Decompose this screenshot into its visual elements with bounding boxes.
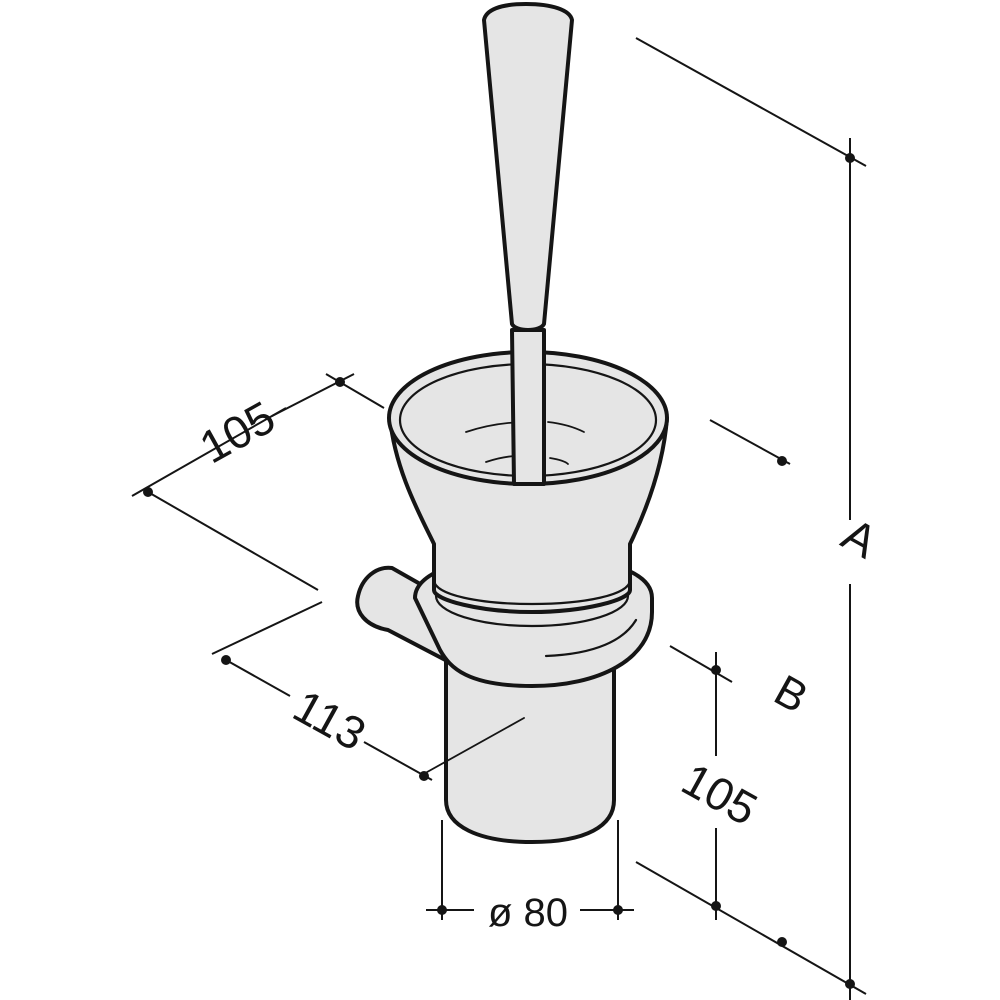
dimension-holder-height — [676, 652, 787, 947]
label-diameter: ø 80 — [488, 891, 568, 935]
label-width-top: 105 — [191, 391, 283, 474]
dimension-mount-reference — [669, 419, 791, 683]
dimension-diameter — [426, 820, 634, 920]
dimension-width-top — [131, 373, 385, 591]
label-mount-height: B — [766, 666, 815, 723]
dimension-overall-height — [635, 37, 870, 1000]
brush-handle — [482, 2, 574, 332]
brush-shaft — [510, 328, 546, 486]
label-projection: 113 — [285, 679, 374, 760]
dimension-projection — [211, 601, 433, 781]
